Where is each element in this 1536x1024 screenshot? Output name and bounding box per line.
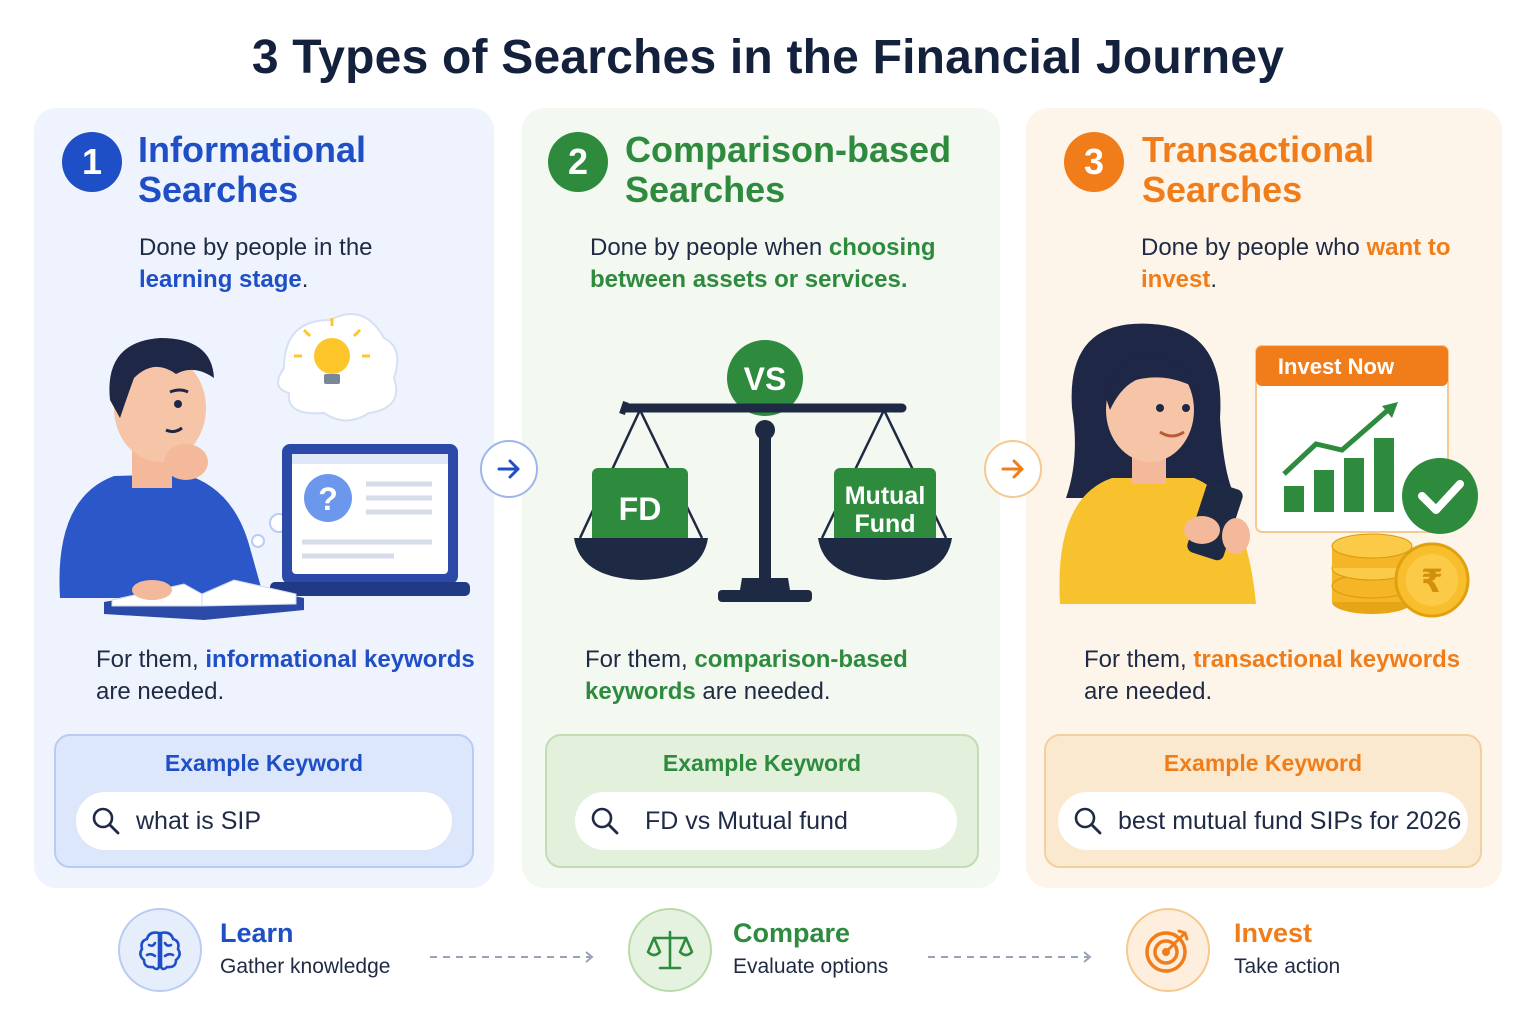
keyword-need-text: For them, comparison-based keywords are … <box>585 646 908 705</box>
dashed-arrow-icon <box>430 951 594 963</box>
dashed-arrow-icon <box>928 951 1092 963</box>
search-keyword-text: what is SIP <box>136 806 262 835</box>
brain-icon <box>118 908 202 992</box>
target-icon <box>1126 908 1210 992</box>
comparison-card: 2 Comparison-based Searches Done by peop… <box>522 108 1000 888</box>
step-number-badge: 3 <box>1064 132 1124 192</box>
scale-icon <box>628 908 712 992</box>
search-icon <box>1058 792 1118 850</box>
search-icon <box>76 792 136 850</box>
arrow-right-icon <box>984 440 1042 498</box>
search-keyword-text: best mutual fund SIPs for 2026 <box>1118 806 1462 835</box>
mutual-fund-label: Mutual <box>845 482 926 510</box>
step-subtitle: Take action <box>1234 955 1341 978</box>
example-keyword-box: Example Keyword best mutual fund SIPs fo… <box>1044 734 1482 868</box>
step-number-badge: 1 <box>62 132 122 192</box>
example-keyword-box: Example Keyword what is SIP <box>54 734 474 868</box>
step-title: Invest <box>1234 918 1313 948</box>
vs-badge: VS <box>744 361 787 397</box>
step-number-badge: 2 <box>548 132 608 192</box>
transactional-card: 3 Transactional Searches Done by people … <box>1026 108 1502 888</box>
step-subtitle: Gather knowledge <box>220 955 391 978</box>
example-keyword-label: Example Keyword <box>164 750 364 776</box>
invest-now-button: Invest Now <box>1278 354 1395 379</box>
search-input[interactable]: FD vs Mutual fund <box>575 792 957 850</box>
card-title: Transactional Searches <box>1142 129 1375 210</box>
example-keyword-box: Example Keyword FD vs Mutual fund <box>545 734 979 868</box>
step-title: Learn <box>220 918 294 948</box>
step-title: Compare <box>733 918 851 948</box>
arrow-right-icon <box>480 440 538 498</box>
example-keyword-label: Example Keyword <box>662 750 862 776</box>
keyword-need-text: For them, informational keywords are nee… <box>96 646 475 705</box>
fd-label: FD <box>619 491 662 527</box>
example-keyword-label: Example Keyword <box>1163 750 1363 776</box>
card-title: Comparison-based Searches <box>625 129 952 210</box>
page-title: 3 Types of Searches in the Financial Jou… <box>251 31 1285 84</box>
learner-illustration: ? <box>59 313 470 620</box>
informational-card: 1 Informational Searches Done by people … <box>34 108 494 888</box>
svg-text:?: ? <box>318 481 338 517</box>
balance-scale-illustration: VS FD Mutual Fund <box>574 340 952 602</box>
card-title: Informational Searches <box>138 129 367 210</box>
card-description: Done by people in the learning stage. <box>139 234 373 293</box>
card-description: Done by people when choosing between ass… <box>590 234 936 293</box>
step-subtitle: Evaluate options <box>733 955 889 978</box>
search-input[interactable]: what is SIP <box>76 792 452 850</box>
search-keyword-text: FD vs Mutual fund <box>645 806 848 835</box>
investor-illustration: Invest Now ₹ <box>1059 323 1478 618</box>
card-description: Done by people who want to invest. <box>1141 234 1451 293</box>
mutual-fund-label-2: Fund <box>854 510 915 538</box>
search-input[interactable]: best mutual fund SIPs for 2026 <box>1058 792 1468 850</box>
keyword-need-text: For them, transactional keywords are nee… <box>1084 646 1461 705</box>
rupee-coin-icon: ₹ <box>1421 562 1443 600</box>
search-icon <box>575 792 635 850</box>
